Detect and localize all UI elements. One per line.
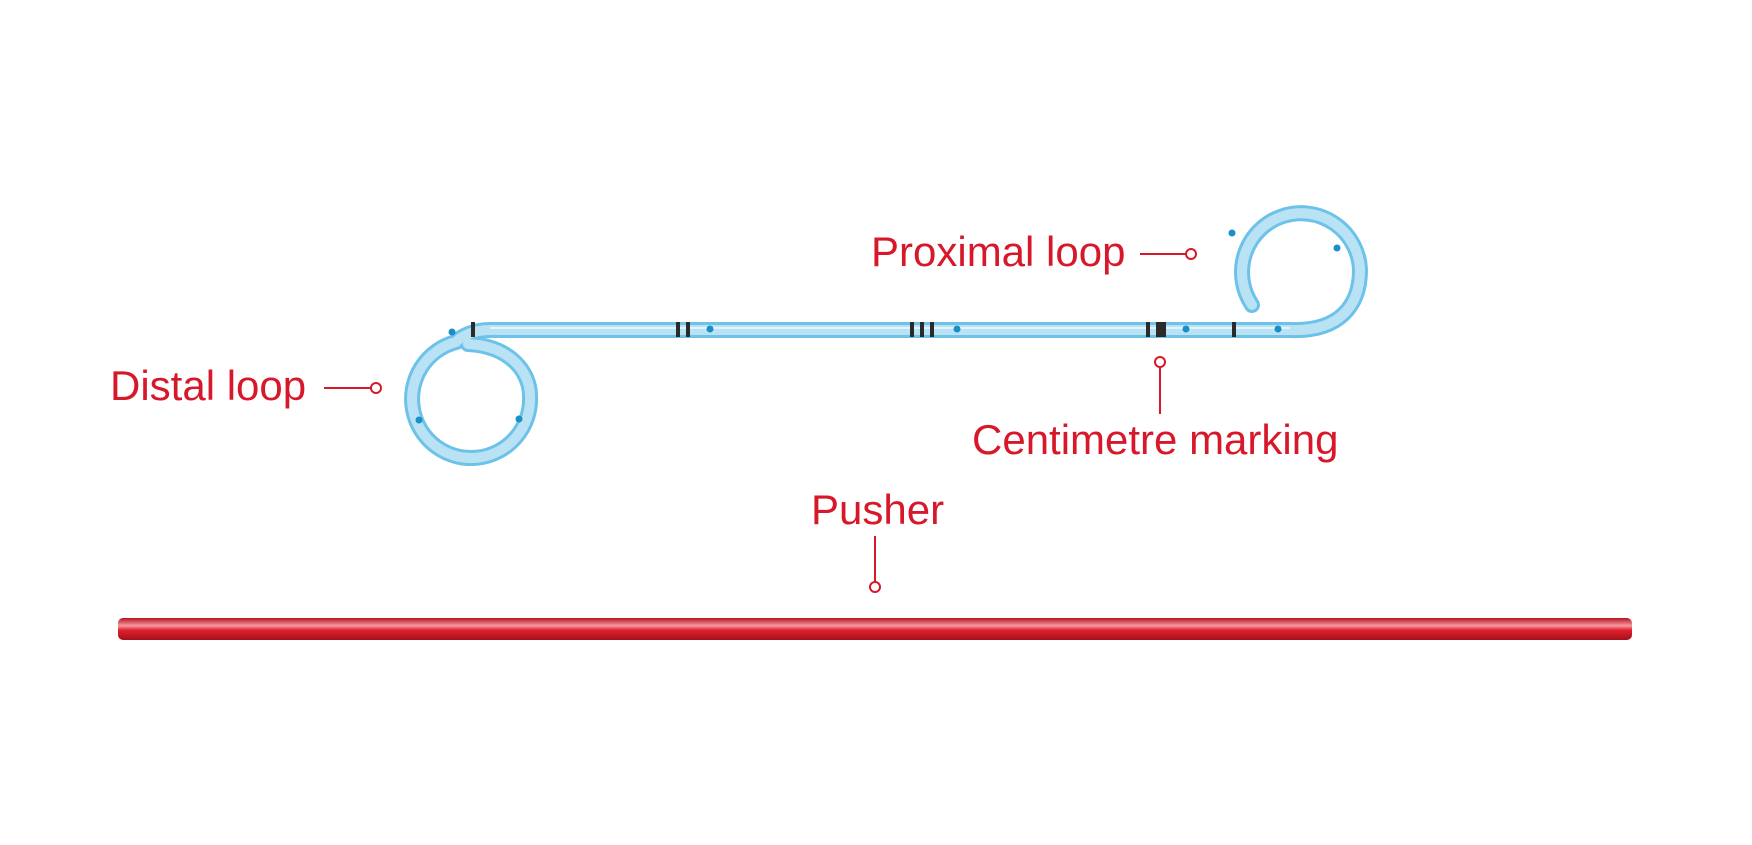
drainage-hole: [448, 328, 456, 336]
drainage-hole: [953, 325, 961, 333]
centimetre-markings: [471, 322, 1236, 337]
drainage-hole: [1182, 325, 1190, 333]
callout-distal-loop: Distal loop: [110, 362, 382, 409]
callout-centimetre-marking: Centimetre marking: [972, 356, 1338, 463]
drainage-hole: [1228, 229, 1236, 237]
label-distal-loop: Distal loop: [110, 362, 306, 409]
pusher-rod: [118, 618, 1632, 640]
leader-dot: [869, 581, 881, 593]
double-j-stent: [404, 205, 1369, 467]
label-proximal-loop: Proximal loop: [871, 228, 1125, 275]
marking-band: [471, 322, 475, 337]
marking-band: [920, 322, 924, 337]
marking-band: [930, 322, 934, 337]
stent-tube: [407, 208, 1366, 464]
leader-dot: [1154, 356, 1166, 368]
drainage-hole: [415, 416, 423, 424]
callout-proximal-loop: Proximal loop: [871, 228, 1197, 275]
leader-dot: [1185, 248, 1197, 260]
marking-band: [910, 322, 914, 337]
marking-band: [686, 322, 690, 337]
marking-band: [676, 322, 680, 337]
callout-pusher: Pusher: [811, 486, 944, 593]
label-pusher: Pusher: [811, 486, 944, 533]
label-centimetre-marking: Centimetre marking: [972, 416, 1338, 463]
drainage-holes: [415, 229, 1341, 424]
marking-band: [1156, 322, 1166, 337]
drainage-hole: [515, 415, 523, 423]
leader-dot: [370, 382, 382, 394]
drainage-hole: [1333, 244, 1341, 252]
drainage-hole: [1274, 325, 1282, 333]
marking-band: [1146, 322, 1150, 337]
drainage-hole: [706, 325, 714, 333]
marking-band: [1232, 322, 1236, 337]
